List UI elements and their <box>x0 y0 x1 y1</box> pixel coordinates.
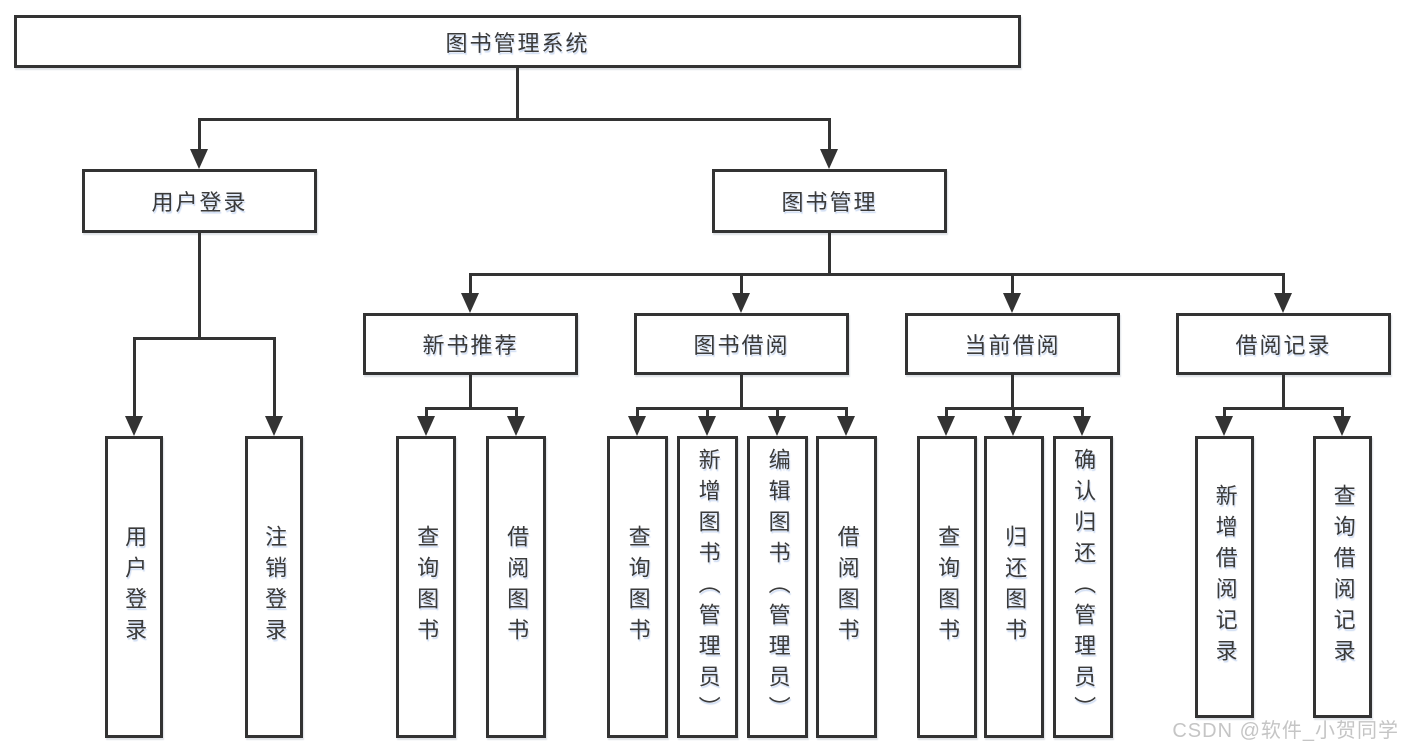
leaf-query-books-label: 查询图书 <box>935 525 961 649</box>
connector-vline <box>469 375 472 410</box>
connector-stem <box>636 407 639 419</box>
connector-hline <box>636 407 848 410</box>
connector-stem <box>776 407 779 419</box>
leaf-query-borrow-record-label: 查询借阅记录 <box>1330 484 1356 670</box>
leaf-query-borrow-record: 查询借阅记录 <box>1313 436 1372 718</box>
node-book-borrow-label: 图书借阅 <box>693 333 790 358</box>
node-book-borrow: 图书借阅 <box>634 313 849 375</box>
connector-stem <box>469 273 472 296</box>
leaf-edit-books-admin: 编辑图书（管理员） <box>747 436 808 738</box>
connector-stem <box>1223 407 1226 419</box>
connector-arrow <box>1215 416 1233 436</box>
node-root: 图书管理系统 <box>14 15 1021 68</box>
connector-vline <box>1282 375 1285 410</box>
node-book-mgmt: 图书管理 <box>712 169 947 233</box>
connector-stem <box>1081 407 1084 419</box>
leaf-return-books: 归还图书 <box>984 436 1044 738</box>
connector-arrow <box>125 416 143 436</box>
connector-arrow <box>732 293 750 313</box>
connector-stem <box>1011 273 1014 296</box>
connector-arrow <box>1003 293 1021 313</box>
connector-hline <box>469 273 1285 276</box>
connector-arrow <box>190 149 208 169</box>
connector-vline <box>828 233 831 276</box>
node-borrow-records: 借阅记录 <box>1176 313 1391 375</box>
connector-arrow <box>1073 416 1091 436</box>
connector-arrow <box>265 416 283 436</box>
node-current-borrow: 当前借阅 <box>905 313 1120 375</box>
leaf-query-books-label: 查询图书 <box>414 525 440 649</box>
connector-arrow <box>837 416 855 436</box>
leaf-borrow-books-label: 借阅图书 <box>834 525 860 649</box>
connector-arrow <box>507 416 525 436</box>
leaf-confirm-return-admin: 确认归还（管理员） <box>1053 436 1113 738</box>
connector-vline <box>1011 375 1014 410</box>
leaf-add-borrow-record-label: 新增借阅记录 <box>1212 484 1238 670</box>
connector-arrow <box>1004 416 1022 436</box>
leaf-query-books: 查询图书 <box>917 436 977 738</box>
connector-hline <box>133 337 276 340</box>
connector-stem <box>198 118 201 152</box>
connector-vline <box>740 375 743 410</box>
leaf-query-books: 查询图书 <box>607 436 668 738</box>
connector-arrow <box>461 293 479 313</box>
leaf-user-login: 用户登录 <box>105 436 163 738</box>
node-new-books: 新书推荐 <box>363 313 578 375</box>
node-current-borrow-label: 当前借阅 <box>964 333 1061 358</box>
leaf-borrow-books-label: 借阅图书 <box>504 525 530 649</box>
node-user-login-label: 用户登录 <box>151 190 248 215</box>
connector-root-vline <box>516 68 519 121</box>
connector-stem <box>515 407 518 419</box>
connector-stem <box>133 337 136 419</box>
connector-stem <box>706 407 709 419</box>
leaf-edit-books-admin-label: 编辑图书（管理员） <box>765 447 791 727</box>
connector-stem <box>273 337 276 419</box>
connector-arrow <box>937 416 955 436</box>
connector-stem <box>1012 407 1015 419</box>
csdn-watermark: CSDN @软件_小贺同学 <box>1172 720 1399 742</box>
connector-hline <box>1223 407 1344 410</box>
connector-arrow <box>1274 293 1292 313</box>
leaf-return-books-label: 归还图书 <box>1002 525 1028 649</box>
connector-arrow <box>417 416 435 436</box>
connector-stem <box>845 407 848 419</box>
connector-stem <box>945 407 948 419</box>
connector-stem <box>1282 273 1285 296</box>
connector-root-hline <box>198 118 831 121</box>
connector-vline <box>198 233 201 340</box>
node-root-label: 图书管理系统 <box>445 30 590 56</box>
connector-stem <box>828 118 831 152</box>
connector-stem <box>740 273 743 296</box>
node-user-login: 用户登录 <box>82 169 317 233</box>
leaf-add-books-admin: 新增图书（管理员） <box>677 436 738 738</box>
connector-stem <box>425 407 428 419</box>
node-book-mgmt-label: 图书管理 <box>781 190 878 215</box>
node-new-books-label: 新书推荐 <box>422 333 519 358</box>
leaf-add-books-admin-label: 新增图书（管理员） <box>695 447 721 727</box>
leaf-add-borrow-record: 新增借阅记录 <box>1195 436 1254 718</box>
connector-stem <box>1341 407 1344 419</box>
leaf-user-login-label: 用户登录 <box>122 525 148 649</box>
connector-arrow <box>628 416 646 436</box>
leaf-borrow-books: 借阅图书 <box>816 436 877 738</box>
connector-arrow <box>768 416 786 436</box>
leaf-query-books: 查询图书 <box>396 436 456 738</box>
leaf-query-books-label: 查询图书 <box>625 525 651 649</box>
connector-arrow <box>1333 416 1351 436</box>
leaf-logout-label: 注销登录 <box>262 525 288 649</box>
leaf-borrow-books: 借阅图书 <box>486 436 546 738</box>
connector-hline <box>425 407 518 410</box>
connector-arrow <box>820 149 838 169</box>
node-borrow-records-label: 借阅记录 <box>1235 333 1332 358</box>
connector-arrow <box>698 416 716 436</box>
leaf-logout: 注销登录 <box>245 436 303 738</box>
leaf-confirm-return-admin-label: 确认归还（管理员） <box>1071 447 1097 727</box>
